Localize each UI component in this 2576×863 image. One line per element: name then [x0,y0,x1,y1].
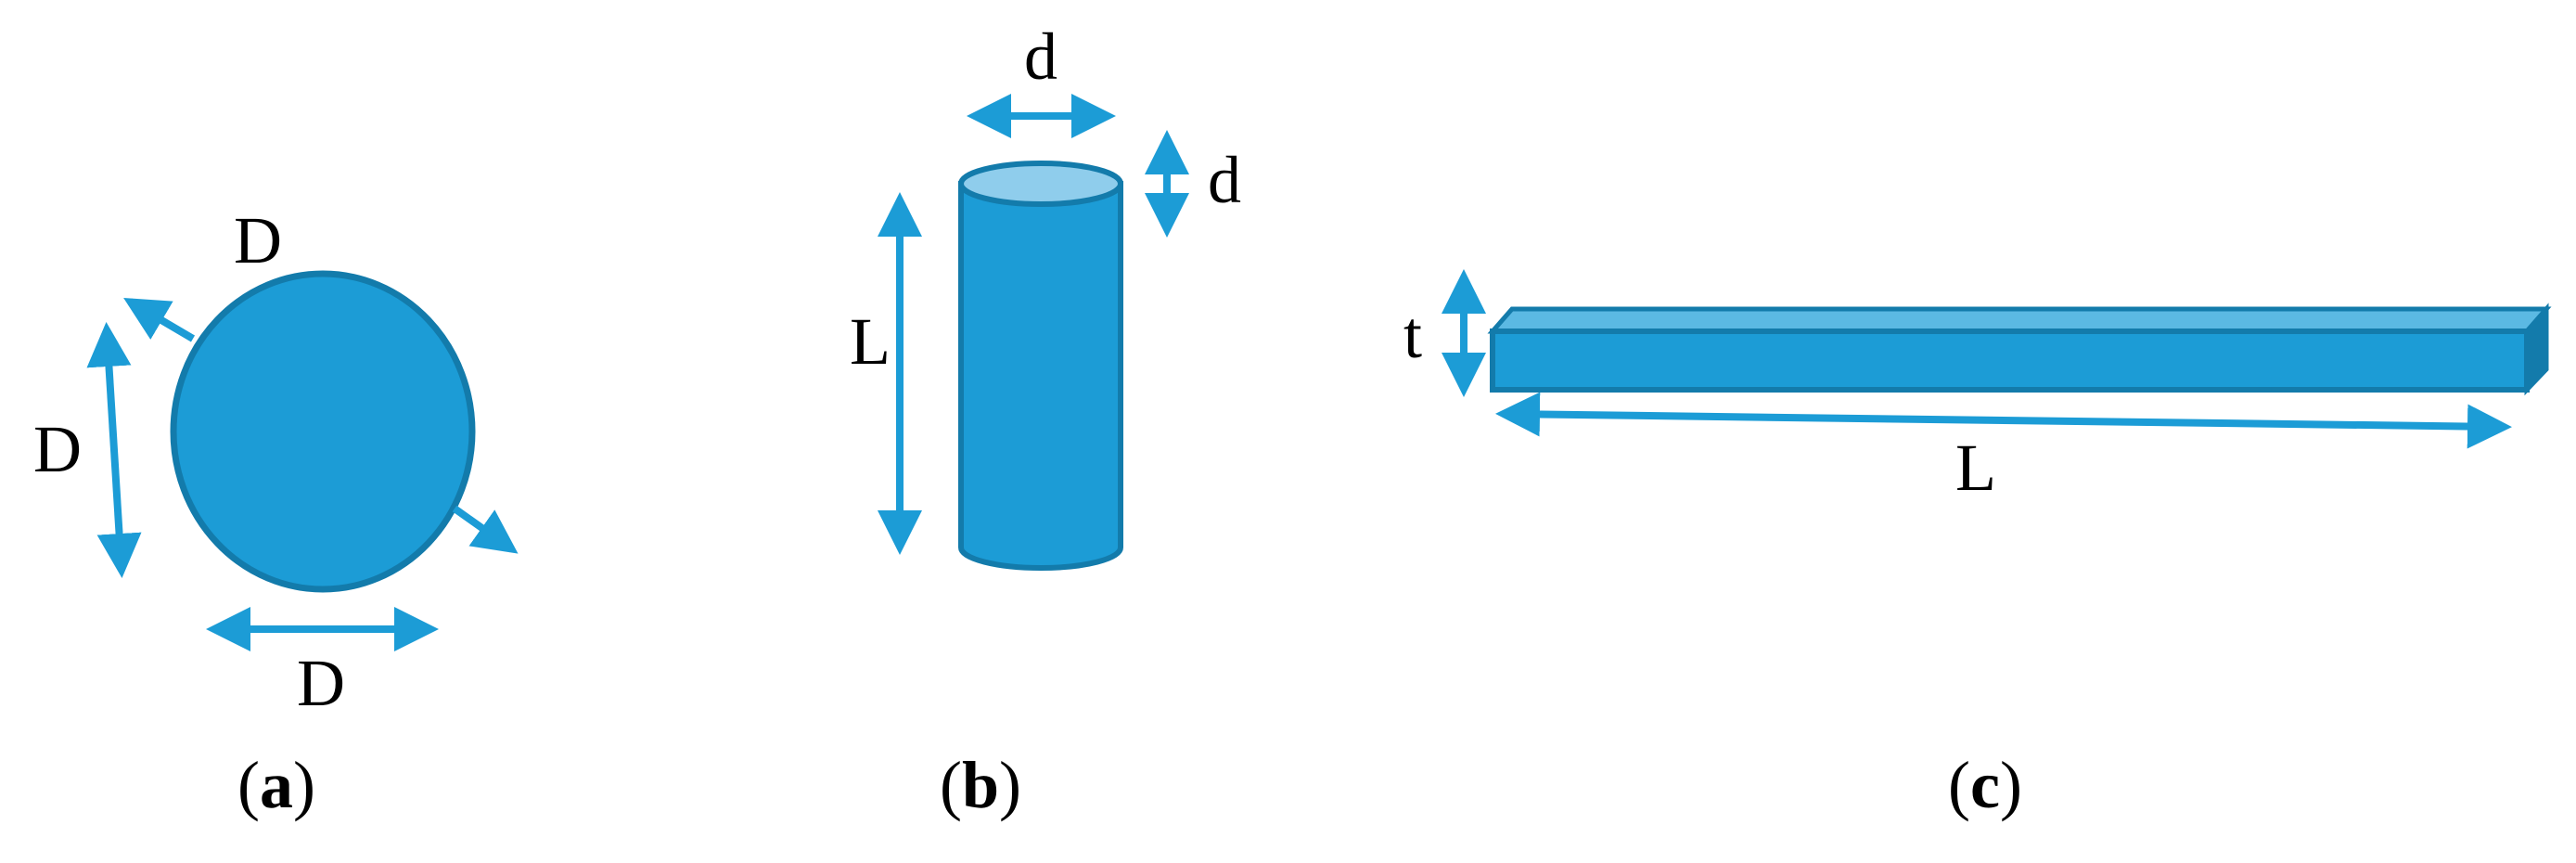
label-diameter-diagonal: D [234,203,282,277]
panel-b: d d L (b) [850,19,1241,822]
plate-top-face [1487,306,2552,334]
cylinder-body [958,181,1123,571]
plate-front-face [1490,328,2530,393]
cylinder-top-face [958,161,1123,207]
length-arrow-c [1495,392,2512,449]
sphere-shape [170,270,476,593]
label-diameter-vertical: D [33,412,82,486]
caption-b: (b) [940,748,1021,822]
label-diameter-top: d [1024,19,1057,94]
caption-a: (a) [237,748,315,822]
label-diameter-horizontal: D [297,646,345,720]
panel-a: D D D (a) [33,203,519,822]
panel-c: t L (c) [1403,269,2552,822]
label-diameter-side: d [1208,143,1241,217]
label-length: L [850,304,891,379]
diameter-vertical-arrow [86,322,142,578]
caption-c: (c) [1948,748,2022,822]
diameter-diagonal-arrow [123,297,196,342]
label-thickness: t [1403,298,1422,372]
diameter-diagonal-arrow-end [452,505,519,554]
label-length-c: L [1955,431,1996,505]
